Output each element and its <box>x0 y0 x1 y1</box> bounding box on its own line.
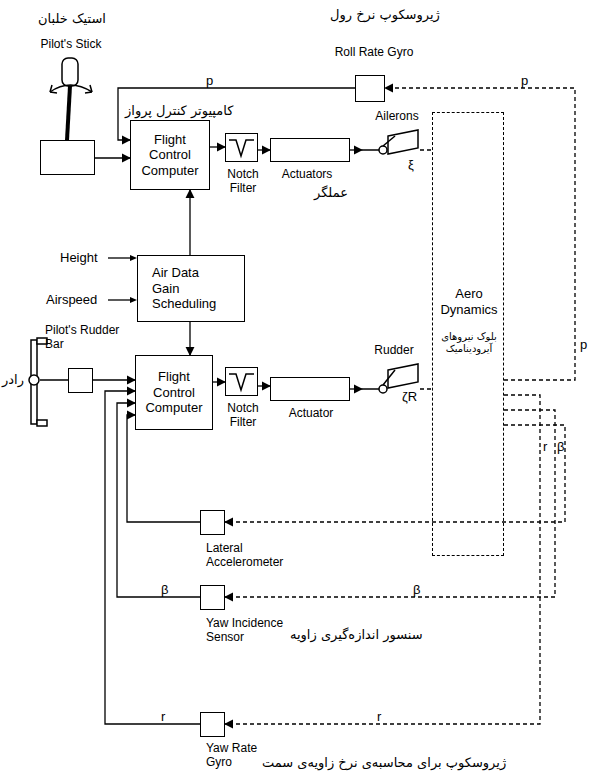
block-box: Notch Filter <box>225 367 258 396</box>
box-label: Rudder <box>364 343 424 357</box>
deflection-symbol: ζR <box>402 390 417 404</box>
signal-line <box>350 149 362 150</box>
notch-symbol <box>229 140 254 156</box>
signal-dashed-line <box>420 388 432 389</box>
signal-line <box>210 146 225 147</box>
box-label: Notch Filter <box>217 167 269 196</box>
deflection-symbol: ξ <box>408 158 414 172</box>
signal-line <box>189 190 190 255</box>
signal-label: β <box>160 583 169 596</box>
signal-line <box>213 381 225 382</box>
block-box: Flight Control Computer <box>130 120 210 190</box>
signal-dashed-line <box>385 88 575 380</box>
signal-line <box>95 157 130 158</box>
block-box: Actuator <box>270 377 350 401</box>
notch-symbol <box>229 374 254 390</box>
aero-block: Aero Dynamics بلوک نیروهای آیرودینامیک <box>432 112 504 556</box>
input-arrow <box>108 255 137 303</box>
box-label: Ailerons <box>362 109 432 123</box>
signal-label: r <box>543 440 547 454</box>
rudder-illustration <box>362 364 418 393</box>
signal-line <box>350 388 362 389</box>
persian-note: کامپیوتر کنترل پرواز <box>125 104 233 118</box>
box-label: Pilot's Stick <box>26 37 116 51</box>
aileron-illustration <box>362 130 418 154</box>
box-text: Flight Control Computer <box>135 132 205 179</box>
signal-dashed-line <box>225 425 565 522</box>
signal-label: p <box>520 74 529 87</box>
block-box: Roll Rate Gyro <box>355 75 385 102</box>
box-label: Notch Filter <box>217 401 269 430</box>
block-box: Pilot's Rudder Bar <box>68 368 93 393</box>
signal-line <box>258 385 270 386</box>
signal-label: p <box>580 338 587 352</box>
persian-note: استیک خلبان <box>38 12 106 26</box>
box-label: Yaw Incidence Sensor <box>206 616 296 645</box>
signal-line <box>105 391 200 724</box>
persian-note: ژیروسکوپ نرخ رول <box>330 8 440 22</box>
box-text: Air Data Gain Scheduling <box>152 265 230 312</box>
block-box: Yaw Rate Gyro <box>200 712 225 737</box>
box-label: Roll Rate Gyro <box>319 45 429 59</box>
signal-line <box>258 149 270 150</box>
box-label: Aero Dynamics <box>435 286 503 317</box>
signal-label: β <box>412 583 421 596</box>
signal-label: r <box>376 710 382 723</box>
block-box: Pilot's Stick <box>40 140 95 175</box>
block-box: Yaw Incidence Sensor <box>200 585 225 610</box>
block-box: Flight Control Computer <box>135 355 213 430</box>
persian-note: عملگر <box>314 186 348 200</box>
box-label: بلوک نیروهای آیرودینامیک <box>434 331 504 355</box>
box-label: Lateral Accelerometer <box>206 541 301 570</box>
block-box: Notch Filter <box>225 133 258 162</box>
signal-label: r <box>160 710 166 723</box>
persian-note: سنسور اندازه‌گیری زاویه <box>290 628 423 642</box>
block-box: Air Data Gain Scheduling <box>137 255 245 322</box>
signal-label: β <box>557 440 564 454</box>
persian-note: ژیروسکوپ برای محاسبه‌ی نرخ زاویه‌ی سمت <box>262 756 506 770</box>
persian-note: رادر <box>2 373 24 387</box>
input-label: Airspeed <box>46 293 97 307</box>
block-box: Lateral Accelerometer <box>200 510 225 535</box>
signal-dashed-line <box>420 149 432 150</box>
signal-line <box>93 379 135 380</box>
signal-line <box>189 322 190 355</box>
block-box: Actuators <box>270 138 350 162</box>
box-label: Actuators <box>271 167 343 181</box>
signal-line <box>117 403 200 597</box>
signal-line <box>127 415 200 522</box>
signal-label: p <box>205 74 214 87</box>
box-label: Yaw Rate Gyro <box>206 741 261 770</box>
box-label: Actuator <box>271 406 351 420</box>
input-label: Height <box>60 251 98 265</box>
box-text: Flight Control Computer <box>140 369 208 416</box>
box-label: Pilot's Rudder Bar <box>45 323 135 352</box>
stick-illustration <box>50 58 92 140</box>
